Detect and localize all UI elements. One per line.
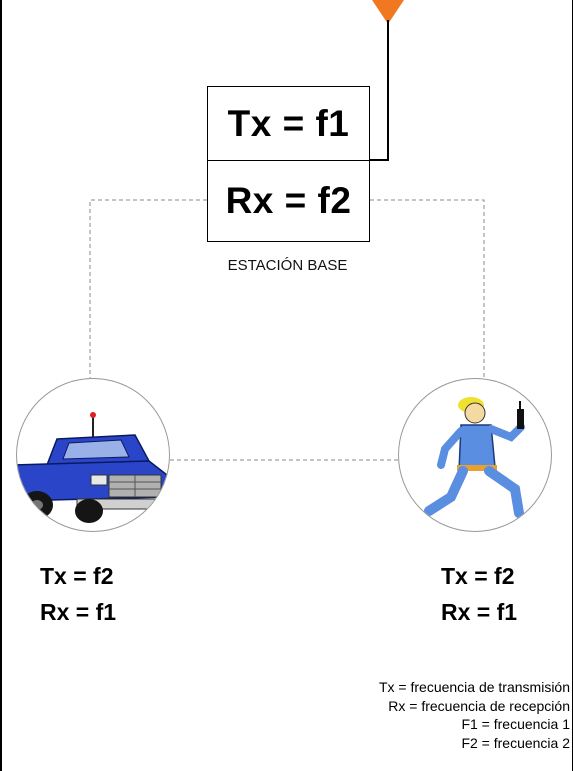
legend-item-tx: Tx = frecuencia de transmisión [378,679,570,695]
base-station-rx-box: Rx = f2 [207,160,370,242]
legend-item-f2: F2 = frecuencia 2 [461,734,570,751]
truck-mobile-circle [16,378,170,532]
base-station-tx-box: Tx = f1 [207,86,370,161]
legend-item-f1: F1 = frecuencia 1 [461,716,570,732]
legend-item-rx: Rx = frecuencia de recepción [388,697,570,714]
pickup-truck-icon [17,412,169,523]
link-base-to-person [370,199,485,378]
base-station-rx-label: Rx = f2 [225,180,352,221]
base-station-tx-label: Tx = f1 [227,102,350,144]
base-station-name: ESTACIÓN BASE [227,257,348,274]
truck-tx-label: Tx = f2 [40,563,114,589]
truck-rx-label: Rx = f1 [40,599,117,625]
walking-person-icon [424,397,525,518]
antenna-icon [372,0,404,24]
person-rx-label: Rx = f1 [441,599,518,625]
legend: Tx = frecuencia de transmisión Rx = frec… [379,678,570,752]
person-tx-label: Tx = f2 [441,563,515,589]
walking-person-circle [398,378,552,532]
link-base-to-truck [89,199,207,378]
